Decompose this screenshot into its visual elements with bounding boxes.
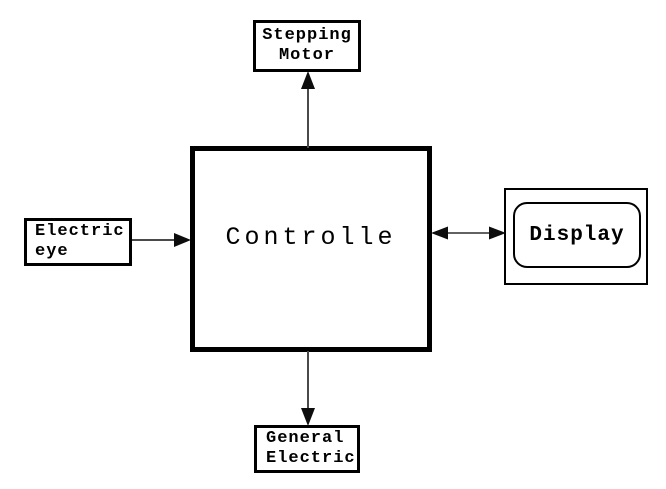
node-stepping-motor: Stepping Motor [253, 20, 361, 72]
electric-eye-label-line2: eye [35, 242, 69, 261]
electric-eye-label-line1: Electric [35, 222, 125, 241]
stepping-motor-label-line2: Motor [278, 46, 335, 65]
stepping-motor-label-line1: Stepping [262, 26, 352, 45]
arrow-controller-display-bidirectional [431, 226, 506, 240]
controller-label: Controlle [225, 222, 397, 252]
arrow-controller-to-general-electric [301, 351, 315, 426]
arrow-electric-eye-to-controller [132, 233, 191, 247]
node-controller: Controlle [190, 146, 432, 352]
general-electric-label-line2: Electric [266, 449, 356, 468]
node-general-electric: General Electric [254, 425, 360, 473]
node-display-outer: Display [504, 188, 648, 285]
node-electric-eye: Electric eye [24, 218, 132, 266]
general-electric-label-line1: General [266, 429, 345, 448]
node-display-inner: Display [513, 202, 641, 268]
display-label: Display [529, 223, 625, 247]
arrow-controller-to-stepping-motor [301, 71, 315, 148]
